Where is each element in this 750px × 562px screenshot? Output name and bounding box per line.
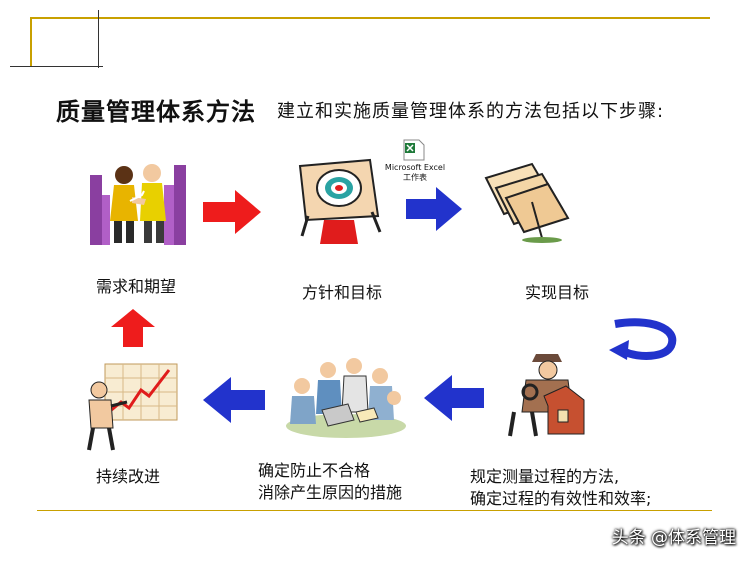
blue-arrow-right-icon <box>406 187 462 235</box>
blue-curved-arrow-icon <box>609 318 679 366</box>
step-label-prevent-line1: 确定防止不合格 <box>258 461 371 480</box>
step-label-measure: 规定测量过程的方法, 确定过程的有效性和效率; <box>470 466 651 510</box>
excel-file-icon <box>402 139 426 161</box>
slide-subtitle: 建立和实施质量管理体系的方法包括以下步骤: <box>277 101 665 122</box>
step-label-measure-line2: 确定过程的有效性和效率; <box>470 489 652 508</box>
slide-title: 质量管理体系方法 <box>56 98 256 126</box>
frame-vertical-mark <box>98 10 99 68</box>
red-arrow-up-icon <box>111 309 155 351</box>
step-label-policy: 方针和目标 <box>302 283 383 302</box>
frame-top-line <box>30 17 710 19</box>
bottom-divider <box>37 510 712 511</box>
target-clipart <box>294 156 384 246</box>
step-label-prevent-line2: 消除产生原因的措施 <box>258 483 403 502</box>
team-meeting-clipart <box>282 350 412 440</box>
blue-arrow-left-icon <box>203 377 265 427</box>
excel-icon-label: Microsoft Excel 工作表 <box>382 163 448 183</box>
step-label-prevent: 确定防止不合格 消除产生原因的措施 <box>258 460 402 504</box>
red-arrow-right-icon <box>203 190 261 238</box>
papers-clipart <box>482 158 572 244</box>
step-label-improve: 持续改进 <box>96 467 161 486</box>
step-label-needs: 需求和期望 <box>96 277 177 296</box>
step-label-achieve: 实现目标 <box>525 283 590 302</box>
excel-icon-label-line1: Microsoft Excel <box>384 163 446 172</box>
growth-chart-clipart <box>85 362 179 452</box>
handshake-clipart <box>90 155 186 247</box>
inspector-house-clipart <box>502 346 586 438</box>
blue-arrow-left-icon-2 <box>424 375 484 425</box>
watermark-text: 头条 @体系管理 <box>611 528 736 548</box>
excel-icon-label-line2: 工作表 <box>403 173 427 182</box>
step-label-measure-line1: 规定测量过程的方法, <box>470 467 620 486</box>
frame-left-line <box>30 17 32 67</box>
frame-horizontal-mark <box>10 66 103 67</box>
